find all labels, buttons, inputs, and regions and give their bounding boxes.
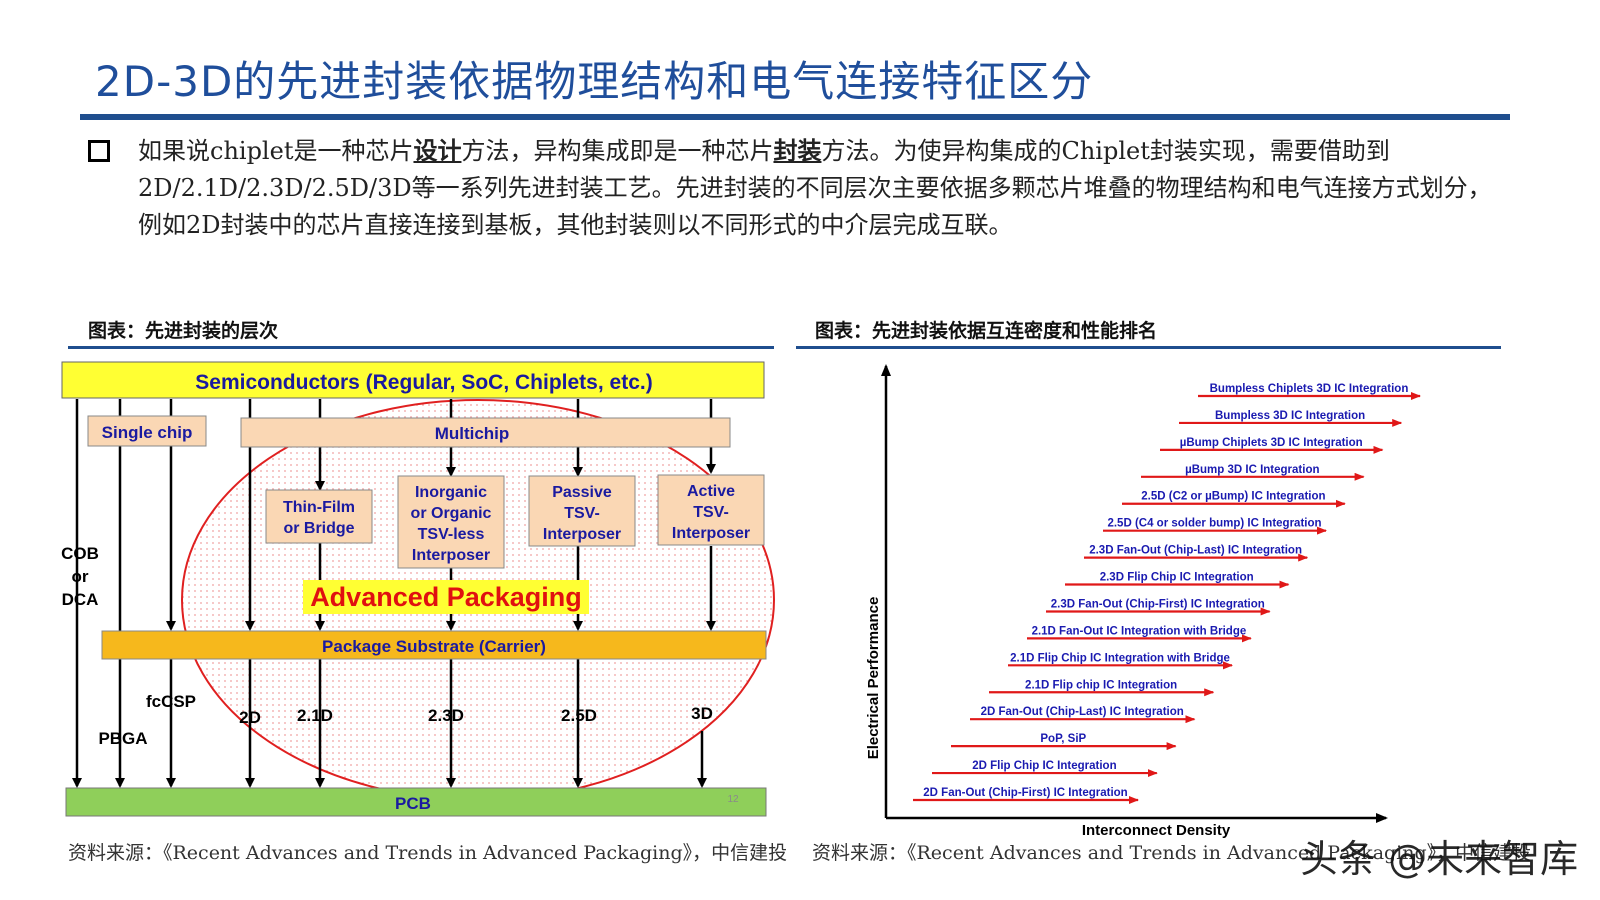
ranking-arrow-label: 2.5D (C4 or solder bump) IC Integration <box>1107 518 1321 530</box>
inorganic-label-1: Inorganic <box>415 484 487 501</box>
ranking-arrow-label: Bumpless 3D IC Integration <box>1215 410 1365 422</box>
cob-label-3: DCA <box>62 590 99 609</box>
active-label-1: Active <box>687 483 735 500</box>
active-label-2: TSV- <box>693 504 729 521</box>
para-underline-design: 设计 <box>413 136 462 165</box>
page-number: 12 <box>727 794 739 805</box>
passive-tsv-box <box>528 475 636 547</box>
advanced-packaging-highlight <box>303 580 589 614</box>
left-caption-divider <box>68 346 774 349</box>
y-axis-label: Electrical Performance <box>865 597 882 760</box>
inorganic-label-4: Interposer <box>412 547 490 564</box>
fccsp-label: fcCSP <box>146 692 196 711</box>
ranking-arrows: Bumpless Chiplets 3D IC IntegrationBumpl… <box>913 383 1421 804</box>
x-axis-label: Interconnect Density <box>1082 822 1231 839</box>
ranking-arrow-label: 2.3D Fan-Out (Chip-First) IC Integration <box>1051 598 1265 610</box>
ranking-arrow-label: 2.1D Fan-Out IC Integration with Bridge <box>1032 625 1247 637</box>
para-text-1: 如果说chiplet是一种芯片 <box>138 137 414 165</box>
left-figure-caption: 图表：先进封装的层次 <box>88 320 279 342</box>
left-figure-source: 资料来源：《Recent Advances and Trends in Adva… <box>68 842 788 864</box>
thin-film-label-2: or Bridge <box>283 520 354 537</box>
advanced-packaging-label: Advanced Packaging <box>310 582 582 612</box>
right-figure-caption: 图表：先进封装依据互连密度和性能排名 <box>815 320 1158 342</box>
thin-film-label-1: Thin-Film <box>283 499 355 516</box>
ranking-arrow-label: 2.1D Flip chip IC Integration <box>1025 679 1177 691</box>
ranking-arrow-label: 2D Flip Chip IC Integration <box>972 760 1116 772</box>
cob-label-1: COB <box>61 544 99 563</box>
packaging-hierarchy-diagram: Semiconductors (Regular, SoC, Chiplets, … <box>61 361 775 817</box>
ranking-arrow-label: µBump Chiplets 3D IC Integration <box>1180 437 1363 449</box>
para-text-2: 方法，异构集成即是一种芯片 <box>461 137 774 165</box>
ranking-arrow-label: Bumpless Chiplets 3D IC Integration <box>1210 383 1409 395</box>
active-tsv-box <box>657 474 765 546</box>
inorganic-interposer-box <box>397 475 505 569</box>
right-caption-divider <box>796 346 1501 349</box>
level-2-1d-label: 2.1D <box>297 706 333 725</box>
interconnect-ranking-chart: Electrical Performance Interconnect Dens… <box>865 364 1421 839</box>
connector-lines <box>72 399 716 788</box>
single-chip-label: Single chip <box>102 423 193 442</box>
ranking-arrow-label: µBump 3D IC Integration <box>1185 464 1319 476</box>
passive-label-1: Passive <box>552 484 612 501</box>
inorganic-label-3: TSV-less <box>418 526 485 543</box>
pcb-label: PCB <box>395 794 431 813</box>
multichip-label: Multichip <box>435 424 510 443</box>
semiconductors-bar <box>61 361 765 399</box>
inorganic-label-2: or Organic <box>411 505 492 522</box>
ranking-arrow-label: 2D Fan-Out (Chip-Last) IC Integration <box>981 706 1184 718</box>
thin-film-box <box>265 489 373 544</box>
multichip-box <box>240 417 731 448</box>
single-chip-box <box>87 415 207 447</box>
level-2-3d-label: 2.3D <box>428 706 464 725</box>
package-substrate-bar <box>101 630 767 660</box>
ranking-arrow-label: 2.5D (C2 or µBump) IC Integration <box>1141 491 1325 503</box>
passive-label-3: Interposer <box>543 526 621 543</box>
level-2-5d-label: 2.5D <box>561 706 597 725</box>
ranking-arrow-label: 2D Fan-Out (Chip-First) IC Integration <box>923 787 1127 799</box>
para-text-3: 方法。为使异构集成的Chiplet封装实现，需要借助到2D/2.1D/2.3D/… <box>138 137 1492 239</box>
right-figure-source: 资料来源：《Recent Advances and Trends in Adva… <box>812 842 1532 864</box>
intro-paragraph: 如果说chiplet是一种芯片设计方法，异构集成即是一种芯片封装方法。为使异构集… <box>138 132 1508 244</box>
package-substrate-label: Package Substrate (Carrier) <box>322 637 546 656</box>
semiconductors-label: Semiconductors (Regular, SoC, Chiplets, … <box>195 371 652 394</box>
page-title: 2D-3D的先进封装依据物理结构和电气连接特征区分 <box>95 57 1094 106</box>
bullet-square-icon <box>88 140 110 162</box>
title-divider <box>80 114 1510 120</box>
level-3d-label: 3D <box>691 704 713 723</box>
pcb-bar <box>65 787 767 817</box>
ranking-arrow-label: 2.3D Fan-Out (Chip-Last) IC Integration <box>1089 545 1302 557</box>
pbga-label: PBGA <box>98 729 147 748</box>
passive-label-2: TSV- <box>564 505 600 522</box>
cob-label-2: or <box>72 567 89 586</box>
level-2d-label: 2D <box>239 708 261 727</box>
watermark-text: 头条 @未来智库 <box>1300 837 1579 881</box>
active-label-3: Interposer <box>672 525 750 542</box>
ranking-arrow-label: 2.3D Flip Chip IC Integration <box>1100 572 1254 584</box>
ranking-arrow-label: PoP, SiP <box>1040 733 1086 745</box>
ranking-arrow-label: 2.1D Flip Chip IC Integration with Bridg… <box>1010 652 1230 664</box>
para-underline-package: 封装 <box>773 136 822 165</box>
